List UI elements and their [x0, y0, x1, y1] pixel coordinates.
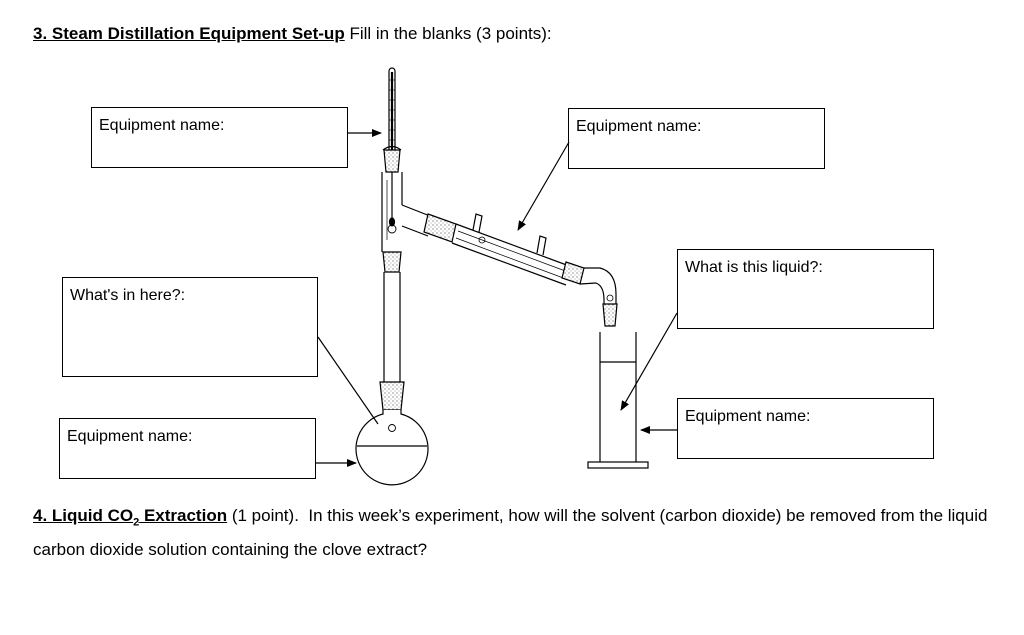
answer-box-condenser[interactable]: Equipment name: [568, 108, 825, 169]
question-3-heading: 3. Steam Distillation Equipment Set-up F… [33, 24, 552, 44]
box-label: What is this liquid?: [685, 259, 823, 276]
question-4-body: In this week’s experiment, how will the … [33, 506, 988, 560]
steam-distillation-apparatus [316, 67, 678, 486]
box-label: Equipment name: [99, 117, 225, 134]
box-label: What's in here?: [70, 287, 186, 304]
question-3-instruction: Fill in the blanks (3 points): [349, 24, 552, 43]
question-3-title: 3. Steam Distillation Equipment Set-up [33, 24, 345, 43]
answer-box-round-bottom-flask[interactable]: Equipment name: [59, 418, 316, 479]
question-4-title: 4. Liquid CO2 Extraction [33, 506, 228, 529]
answer-box-thermometer[interactable]: Equipment name: [91, 107, 348, 168]
question-4: 4. Liquid CO2 Extraction (1 point). In t… [33, 502, 993, 563]
answer-box-distillate-liquid[interactable]: What is this liquid?: [677, 249, 934, 329]
box-label: Equipment name: [67, 428, 193, 445]
answer-box-flask-contents[interactable]: What's in here?: [62, 277, 318, 377]
box-label: Equipment name: [576, 118, 702, 135]
box-label: Equipment name: [685, 408, 811, 425]
question-4-points: (1 point). [231, 506, 299, 525]
answer-box-graduated-cylinder[interactable]: Equipment name: [677, 398, 934, 459]
